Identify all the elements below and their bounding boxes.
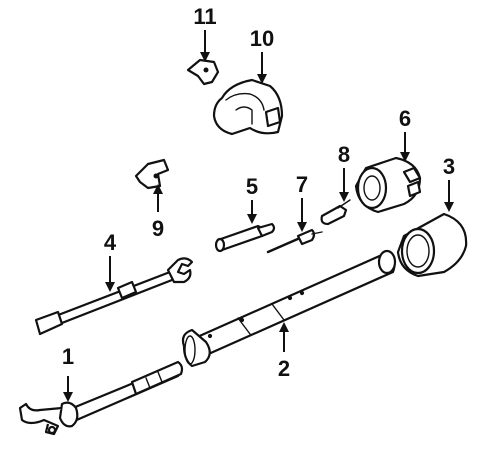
callout-1: 1 — [62, 344, 74, 369]
callout-6: 6 — [399, 106, 411, 131]
lock-housing — [354, 156, 422, 214]
sleeve-pin — [214, 222, 276, 253]
column-cover — [212, 78, 284, 136]
lower-steering-shaft — [18, 360, 184, 436]
callout-labels: 1 2 3 4 5 6 7 8 9 10 11 — [62, 4, 455, 381]
column-bearing-housing — [396, 212, 468, 278]
column-jacket-tube — [181, 249, 397, 368]
callout-4: 4 — [104, 230, 117, 255]
bracket-clip — [134, 158, 170, 190]
leader-arrows — [63, 30, 454, 402]
small-lever — [320, 199, 351, 226]
shift-linkage-rod — [34, 257, 194, 336]
callout-9: 9 — [152, 216, 164, 241]
callout-10: 10 — [250, 26, 274, 51]
callout-8: 8 — [338, 142, 350, 167]
callout-5: 5 — [246, 174, 258, 199]
retainer-clip — [186, 58, 220, 86]
callout-7: 7 — [296, 172, 308, 197]
callout-2: 2 — [278, 356, 290, 381]
callout-11: 11 — [193, 4, 216, 29]
callout-3: 3 — [443, 154, 455, 179]
switch-rod — [266, 228, 323, 254]
